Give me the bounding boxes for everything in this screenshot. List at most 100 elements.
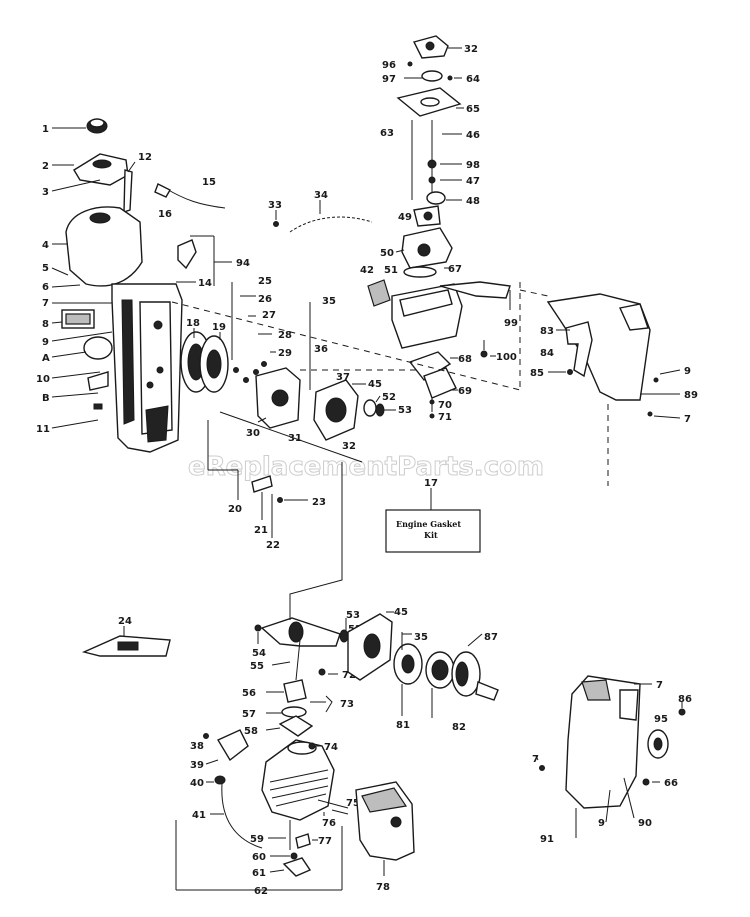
- part-label: 17: [424, 478, 438, 489]
- part-gasket-68: [408, 351, 452, 381]
- part-label: 41: [192, 810, 206, 821]
- part-label: B: [42, 393, 50, 404]
- part-label: 94: [236, 258, 250, 269]
- part-label: 45: [394, 607, 408, 618]
- part-insulator: [423, 367, 457, 399]
- part-label: 67: [448, 264, 462, 275]
- part-label: 11: [36, 424, 50, 435]
- part-label: 42: [360, 265, 374, 276]
- part-label: 7: [532, 754, 539, 765]
- part-label: 60: [252, 852, 266, 863]
- part-label: 73: [340, 699, 354, 710]
- part-label: 53: [346, 610, 360, 621]
- part-piston: [283, 679, 307, 703]
- part-label: 4: [42, 240, 49, 251]
- part-label: 97: [382, 74, 396, 85]
- part-label: 25: [258, 276, 272, 287]
- part-label: 6: [42, 282, 49, 293]
- part-label: 46: [466, 130, 480, 141]
- watermark-text: eReplacementParts.com: [188, 452, 544, 482]
- part-label: 57: [242, 709, 256, 720]
- part-gasket-42: [367, 279, 391, 307]
- part-spark-plug-clip: [295, 833, 311, 849]
- part-tank-top: [73, 153, 129, 186]
- part-label: 2: [42, 161, 49, 172]
- part-label: 22: [266, 540, 280, 551]
- part-label: 15: [202, 177, 216, 188]
- part-label: 47: [466, 176, 480, 187]
- part-label: 20: [228, 504, 242, 515]
- part-label: 78: [376, 882, 390, 893]
- part-label: 81: [396, 720, 410, 731]
- part-strap: [123, 169, 133, 213]
- part-label: 59: [250, 834, 264, 845]
- part-label: 62: [254, 886, 268, 897]
- part-o-ring: [421, 70, 443, 82]
- part-label: 32: [464, 44, 478, 55]
- part-label: 72: [342, 670, 356, 681]
- part-label: 9: [598, 818, 605, 829]
- part-label: 50: [380, 248, 394, 259]
- part-label: 35: [414, 632, 428, 643]
- part-a-disk: [83, 336, 113, 360]
- part-label: 27: [262, 310, 276, 321]
- part-label: 32: [342, 441, 356, 452]
- kit-line1: Engine Gasket: [396, 519, 461, 529]
- part-label: 91: [540, 834, 554, 845]
- part-label: 74: [324, 742, 338, 753]
- part-label: 37: [336, 372, 350, 383]
- part-label: 7: [656, 680, 663, 691]
- part-label: 18: [186, 318, 200, 329]
- part-label: 82: [452, 722, 466, 733]
- part-label: 1: [42, 124, 49, 135]
- part-label: 96: [382, 60, 396, 71]
- part-fuel-cap: [86, 118, 108, 134]
- part-fuel-fitting: [154, 183, 171, 198]
- part-label: 63: [380, 128, 394, 139]
- part-label: 55: [250, 661, 264, 672]
- part-label: 35: [322, 296, 336, 307]
- part-label: 23: [312, 497, 326, 508]
- part-label: 8: [42, 319, 49, 330]
- part-label: 28: [278, 330, 292, 341]
- part-piston-ring: [281, 706, 307, 718]
- part-label: 9: [42, 337, 49, 348]
- part-label: 36: [314, 344, 328, 355]
- part-label: 53: [398, 405, 412, 416]
- part-label: 56: [242, 688, 256, 699]
- part-label: 75: [346, 798, 360, 809]
- part-cylinder-gasket: [278, 715, 314, 737]
- part-label: 10: [36, 374, 50, 385]
- part-label: 38: [190, 741, 204, 752]
- part-washer: [363, 399, 377, 417]
- part-label: 24: [118, 616, 132, 627]
- part-label: 99: [504, 318, 518, 329]
- part-label: 21: [254, 525, 268, 536]
- part-label: 45: [368, 379, 382, 390]
- part-label: 33: [268, 200, 282, 211]
- part-ignition-module: [216, 729, 249, 762]
- part-label: 19: [212, 322, 226, 333]
- part-label: 100: [496, 352, 517, 363]
- part-label: 83: [540, 326, 554, 337]
- part-label: 7: [42, 298, 49, 309]
- part-air-box: [391, 283, 463, 349]
- part-label: 48: [466, 196, 480, 207]
- part-label: 77: [318, 836, 332, 847]
- part-bracket: [251, 475, 273, 493]
- part-clip: [87, 371, 109, 391]
- part-label: 30: [246, 428, 260, 439]
- part-label: 65: [466, 104, 480, 115]
- part-label: 58: [244, 726, 258, 737]
- kit-line2: Kit: [424, 530, 438, 540]
- part-label: 90: [638, 818, 652, 829]
- part-label: 7: [684, 414, 691, 425]
- part-fuel-tank: [65, 206, 143, 287]
- part-label: 69: [458, 386, 472, 397]
- part-label: 68: [458, 354, 472, 365]
- part-label: 26: [258, 294, 272, 305]
- part-label: 85: [530, 368, 544, 379]
- part-label: 66: [664, 778, 678, 789]
- part-label: 39: [190, 760, 204, 771]
- part-label: 76: [322, 818, 336, 829]
